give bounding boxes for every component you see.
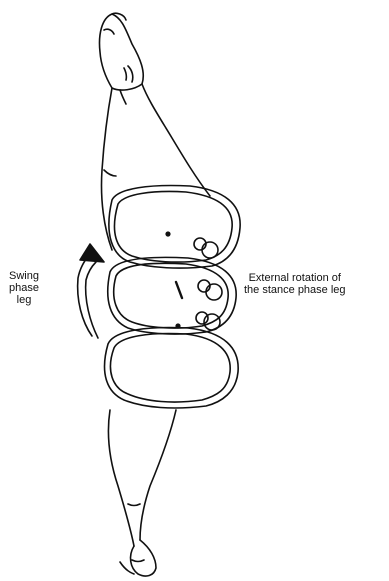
stance-foot xyxy=(120,540,156,576)
rotation-label-line-1: External rotation of xyxy=(244,272,346,284)
pelvis-outline-icon xyxy=(105,186,241,408)
swing-label-line-2: phase xyxy=(6,282,42,294)
external-rotation-label: External rotation of the stance phase le… xyxy=(244,272,346,296)
curved-up-arrow-icon xyxy=(78,244,104,338)
swing-label-line-3: leg xyxy=(6,294,42,306)
swing-leg xyxy=(101,84,210,250)
stance-leg xyxy=(108,410,176,546)
swing-label-line-1: Swing xyxy=(6,270,42,282)
rotation-label-line-2: the stance phase leg xyxy=(244,284,346,296)
swing-foot xyxy=(100,13,144,104)
swing-phase-leg-label: Swing phase leg xyxy=(6,270,42,306)
